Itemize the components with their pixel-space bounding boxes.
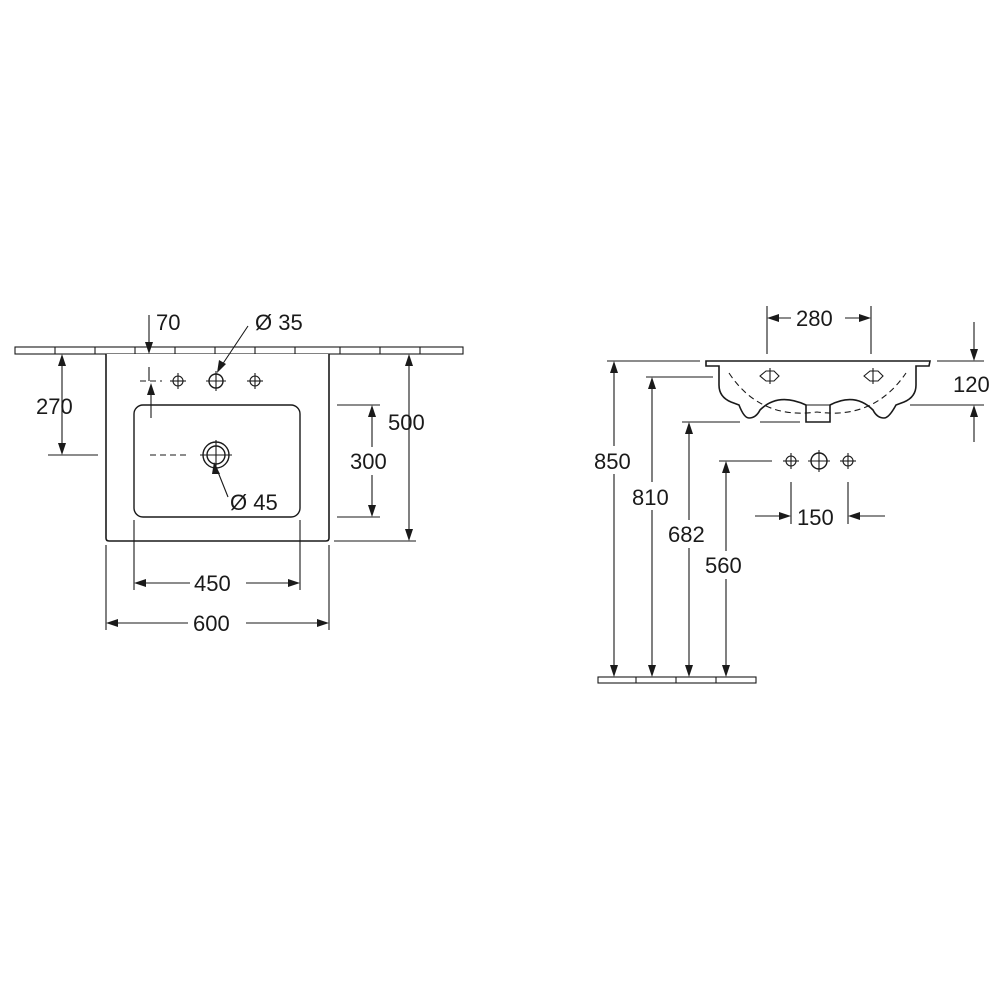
floor-hatch (597, 676, 757, 684)
waste-left-side-icon (759, 368, 780, 384)
dim-label-682: 682 (668, 522, 705, 547)
dim-label-850: 850 (594, 449, 631, 474)
tap-hole-center-icon (206, 371, 226, 391)
bowl-outline-top (133, 404, 301, 518)
basin-outline-side (705, 360, 931, 423)
wall-hatch-top (14, 346, 464, 355)
supply-right-icon (840, 453, 856, 469)
dim-label-450: 450 (194, 571, 231, 596)
dim-label-150: 150 (797, 505, 834, 530)
dim-label-810: 810 (632, 485, 669, 510)
top-view: 70 Ø 35 270 500 300 Ø 45 (14, 310, 464, 636)
dim-label-300: 300 (350, 449, 387, 474)
supply-center-icon (808, 450, 830, 472)
dim-label-120: 120 (953, 372, 990, 397)
dim-label-270: 270 (36, 394, 73, 419)
tap-hole-right-icon (247, 373, 263, 389)
dim-label-560: 560 (705, 553, 742, 578)
tap-hole-left-icon (170, 373, 186, 389)
dim-label-waste-diameter: Ø 45 (230, 490, 278, 515)
waste-right-side-icon (863, 368, 884, 384)
dim-label-500: 500 (388, 410, 425, 435)
side-view: 280 120 850 810 682 (590, 306, 990, 684)
dim-label-280: 280 (796, 306, 833, 331)
supply-left-icon (783, 453, 799, 469)
dim-label-600: 600 (193, 611, 230, 636)
dim-label-tap-diameter: Ø 35 (255, 310, 303, 335)
dim-label-70: 70 (156, 310, 180, 335)
basin-outline-top (105, 354, 330, 542)
